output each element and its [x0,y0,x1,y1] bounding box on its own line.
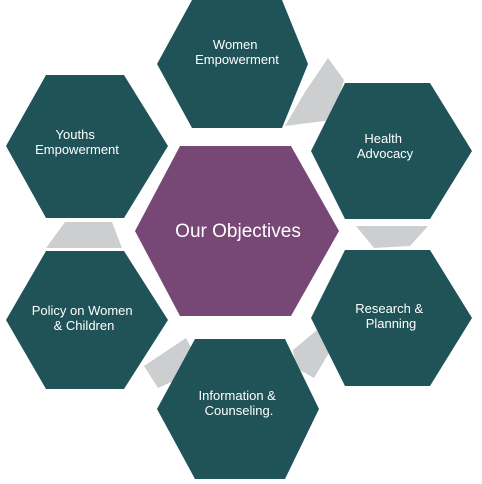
label-research-planning: Research & Planning [355,301,427,331]
connectors [46,58,428,388]
label-health-advocacy: Health Advocacy [357,131,414,161]
center-title: Our Objectives [175,221,301,242]
hexagon-center [135,146,339,316]
objective-labels: Women Empowerment Health Advocacy Resear… [32,37,427,418]
connector-information-policy [144,338,202,388]
label-policy-women-children: Policy on Women & Children [32,303,137,333]
hexagon-youths-empowerment [6,75,168,218]
hexagon-research-planning [311,250,472,386]
hexagon-health-advocacy [311,83,472,219]
hexagon-women-empowerment [157,0,308,128]
objective-hexagons [6,0,472,479]
label-youths-empowerment: Youths Empowerment [35,127,119,157]
connector-policy-youths [46,222,122,248]
hexagon-policy-women-children [6,251,168,389]
label-women-empowerment: Women Empowerment [195,37,279,67]
label-information-counseling: Information & Counseling. [199,388,280,418]
hexagon-information-counseling [157,339,319,479]
connector-health-research [356,226,428,248]
connector-women-health [285,58,344,126]
